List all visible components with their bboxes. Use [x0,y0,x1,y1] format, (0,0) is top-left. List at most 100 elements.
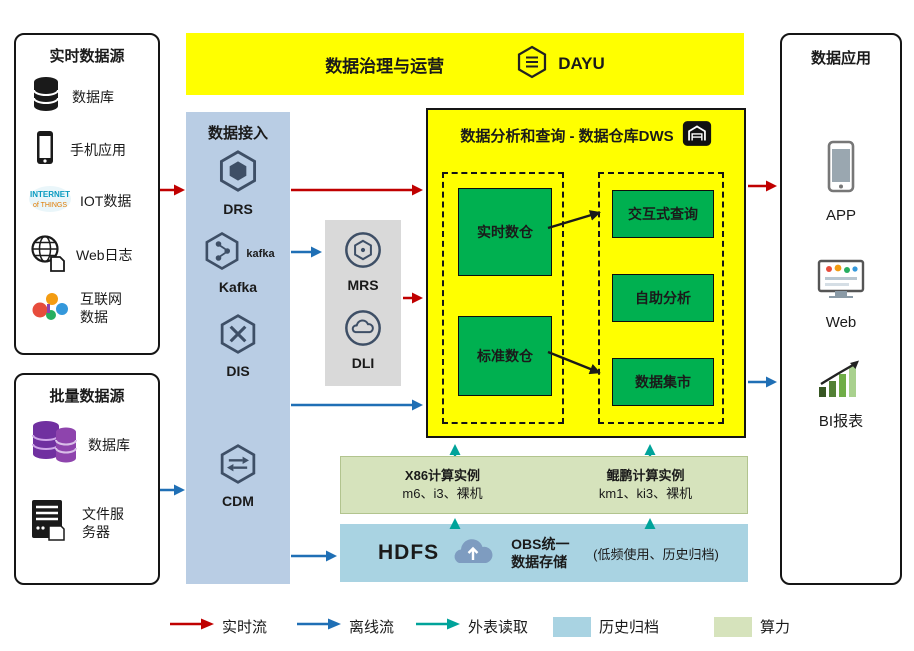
batch-database-icon [28,417,80,474]
warehouse-icon [682,120,712,151]
application-label: APP [825,207,856,224]
application-label: Web [825,314,857,331]
legend-external-read: 外表读取 [416,616,528,637]
archive-swatch [553,616,591,637]
dws-panel: 数据分析和查询 - 数据仓库DWS 实时数仓 标准数仓 交互式查询 自助分析 数… [426,108,746,438]
list-item: kafka Kafka [186,230,290,295]
mrs-icon [343,230,383,275]
web-monitor-icon [815,257,867,308]
kafka-icon [201,230,243,277]
offline-arrow-icon [297,616,341,637]
realtime-warehouse-node: 实时数仓 [458,188,552,276]
external-read-arrow-icon [416,616,460,637]
list-item: APP [782,140,900,224]
database-icon [28,75,64,120]
file-server-icon [28,497,74,550]
list-item: INTERNET of THINGS IOT数据 [16,181,158,222]
service-label: CDM [222,493,254,509]
svg-text:of THINGS: of THINGS [33,202,67,209]
obs-cloud-icon [449,532,501,575]
source-label: 文件服务器 [82,506,124,540]
source-label: 互联网数据 [80,291,122,325]
iot-icon: INTERNET of THINGS [28,181,72,222]
interactive-query-node: 交互式查询 [612,190,714,238]
legend-label: 算力 [760,619,791,636]
source-label: Web日志 [76,246,133,263]
service-group: 交互式查询 自助分析 数据集市 [598,172,724,424]
app-phone-icon [821,140,861,201]
list-item: CDM [186,442,290,509]
source-label: 手机应用 [70,141,126,158]
obs-note: (低频使用、历史归档) [593,546,719,562]
source-label: IOT数据 [80,192,132,209]
drs-icon [215,148,261,199]
legend-compute: 算力 [714,616,790,637]
x86-title: X86计算实例 [404,468,481,484]
list-item: Web日志 [16,233,158,278]
compute-panel: X86计算实例 m6、i3、裸机 鲲鹏计算实例 km1、ki3、裸机 [340,456,748,514]
self-service-analysis-node: 自助分析 [612,274,714,322]
x86-compute: X86计算实例 m6、i3、裸机 [341,457,544,513]
web-log-icon [28,233,68,278]
internet-data-icon [28,287,72,330]
dayu-icon [514,44,550,85]
legend-offline: 离线流 [297,616,394,637]
realtime-sources-panel: 实时数据源 数据库 手机应用 INTERNET of THINGS IOT数据 W… [14,33,160,355]
service-label: DLI [351,355,375,371]
governance-title: 数据治理与运营 [325,56,445,76]
obs-title: OBS统一数据存储 [511,535,570,570]
list-item: 互联网数据 [16,287,158,330]
hdfs-label: HDFS [378,541,440,564]
svg-text:INTERNET: INTERNET [30,190,70,199]
kunpeng-title: 鲲鹏计算实例 [606,468,685,484]
list-item: BI报表 [782,357,900,431]
kafka-wordmark: kafka [246,247,275,260]
dws-title: 数据分析和查询 - 数据仓库DWS [460,128,674,145]
list-item: DIS [186,312,290,379]
legend-label: 离线流 [349,619,395,636]
dws-title-row: 数据分析和查询 - 数据仓库DWS [428,110,744,151]
kunpeng-detail: km1、ki3、裸机 [598,486,693,501]
application-label: BI报表 [818,413,864,430]
service-label: DIS [226,363,250,379]
panel-title: 实时数据源 [49,48,125,65]
mobile-app-icon [28,128,62,173]
panel-title: 数据应用 [810,50,871,67]
list-item: 文件服务器 [16,497,158,550]
warehouse-group: 实时数仓 标准数仓 [442,172,564,424]
kunpeng-compute: 鲲鹏计算实例 km1、ki3、裸机 [544,457,747,513]
batch-sources-panel: 批量数据源 数据库 文件服务器 [14,373,160,585]
applications-panel: 数据应用 APP Web BI报表 [780,33,902,585]
list-item: Web [782,257,900,331]
list-item: 数据库 [16,75,158,120]
standard-warehouse-node: 标准数仓 [458,316,552,396]
legend-archive: 历史归档 [553,616,659,637]
legend-label: 外表读取 [468,619,529,636]
list-item: MRS [325,230,401,293]
x86-detail: m6、i3、裸机 [402,486,483,501]
processing-panel: MRS DLI [325,220,401,386]
source-label: 数据库 [72,88,114,105]
list-item: DLI [325,308,401,371]
service-label: DRS [223,201,253,217]
legend-label: 实时流 [222,619,268,636]
dayu-product: DAYU [514,44,605,85]
dayu-label: DAYU [558,54,605,73]
governance-bar: 数据治理与运营 DAYU [186,33,744,95]
list-item: 手机应用 [16,128,158,173]
realtime-arrow-icon [170,616,214,637]
list-item: DRS [186,148,290,217]
dli-icon [343,308,383,353]
legend-realtime: 实时流 [170,616,267,637]
compute-swatch [714,616,752,637]
legend-label: 历史归档 [599,619,660,636]
bi-report-icon [815,357,867,404]
data-mart-node: 数据集市 [612,358,714,406]
service-label: Kafka [218,279,258,295]
panel-title: 批量数据源 [49,388,125,405]
ingestion-panel: 数据接入 DRS kafka Kafka DIS [186,112,290,584]
source-label: 数据库 [88,436,130,453]
list-item: 数据库 [16,417,158,474]
service-label: MRS [347,277,379,293]
